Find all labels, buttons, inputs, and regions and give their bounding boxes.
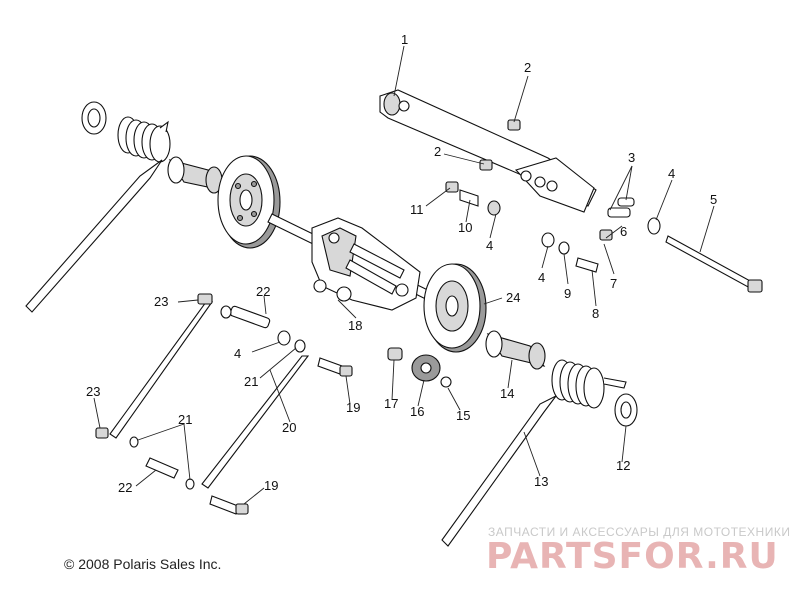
- callout-23: 23: [86, 384, 100, 399]
- callout-7: 7: [610, 276, 617, 291]
- callout-3: 3: [628, 150, 635, 165]
- linkage-rods: [95, 293, 353, 515]
- callout-17: 17: [384, 396, 398, 411]
- callout-24: 24: [506, 290, 520, 305]
- callout-4: 4: [486, 238, 493, 253]
- callout-14: 14: [500, 386, 514, 401]
- callout-2: 2: [434, 144, 441, 159]
- callout-6: 6: [620, 224, 627, 239]
- callout-22: 22: [256, 284, 270, 299]
- leader-lines: [93, 45, 715, 505]
- sleeve-right: [485, 330, 546, 370]
- watermark: ЗАПЧАСТИ И АКСЕССУАРЫ ДЛЯ МОТОТЕХНИКИ PA…: [486, 525, 790, 577]
- watermark-tagline: ЗАПЧАСТИ И АКСЕССУАРЫ ДЛЯ МОТОТЕХНИКИ: [488, 525, 790, 539]
- copyright-notice: © 2008 Polaris Sales Inc.: [64, 556, 222, 572]
- callout-1: 1: [401, 32, 408, 47]
- callout-8: 8: [592, 306, 599, 321]
- callout-19: 19: [346, 400, 360, 415]
- adjuster-parts: [387, 347, 452, 388]
- callout-4: 4: [538, 270, 545, 285]
- callout-5: 5: [710, 192, 717, 207]
- washer-right: [614, 393, 638, 427]
- callout-11: 11: [410, 202, 424, 217]
- callout-4: 4: [668, 166, 675, 181]
- callout-19: 19: [264, 478, 278, 493]
- watermark-logo: PARTSFOR.RU: [486, 536, 779, 577]
- callout-12: 12: [616, 458, 630, 473]
- callout-labels: 1 2 2 3 4 5 11 10 4 6 4 9 7 8 23 22 18 2…: [86, 32, 717, 495]
- idler-wheel-left: [217, 155, 281, 249]
- rail-arm: [379, 89, 597, 213]
- callout-21: 21: [178, 412, 192, 427]
- callout-2: 2: [524, 60, 531, 75]
- washer-left: [81, 101, 107, 135]
- torsion-spring-left: [25, 116, 171, 313]
- idler-wheel-right: [423, 263, 487, 353]
- mounting-bracket: [311, 217, 421, 311]
- long-bolt: [665, 235, 763, 293]
- callout-18: 18: [348, 318, 362, 333]
- callout-9: 9: [564, 286, 571, 301]
- callout-21: 21: [244, 374, 258, 389]
- callout-20: 20: [282, 420, 296, 435]
- sleeve-left: [167, 156, 224, 194]
- callout-13: 13: [534, 474, 548, 489]
- callout-10: 10: [458, 220, 472, 235]
- callout-16: 16: [410, 404, 424, 419]
- callout-23: 23: [154, 294, 168, 309]
- torsion-spring-right: [441, 359, 627, 547]
- callout-15: 15: [456, 408, 470, 423]
- callout-22: 22: [118, 480, 132, 495]
- rail-fasteners: [445, 119, 661, 273]
- callout-4: 4: [234, 346, 241, 361]
